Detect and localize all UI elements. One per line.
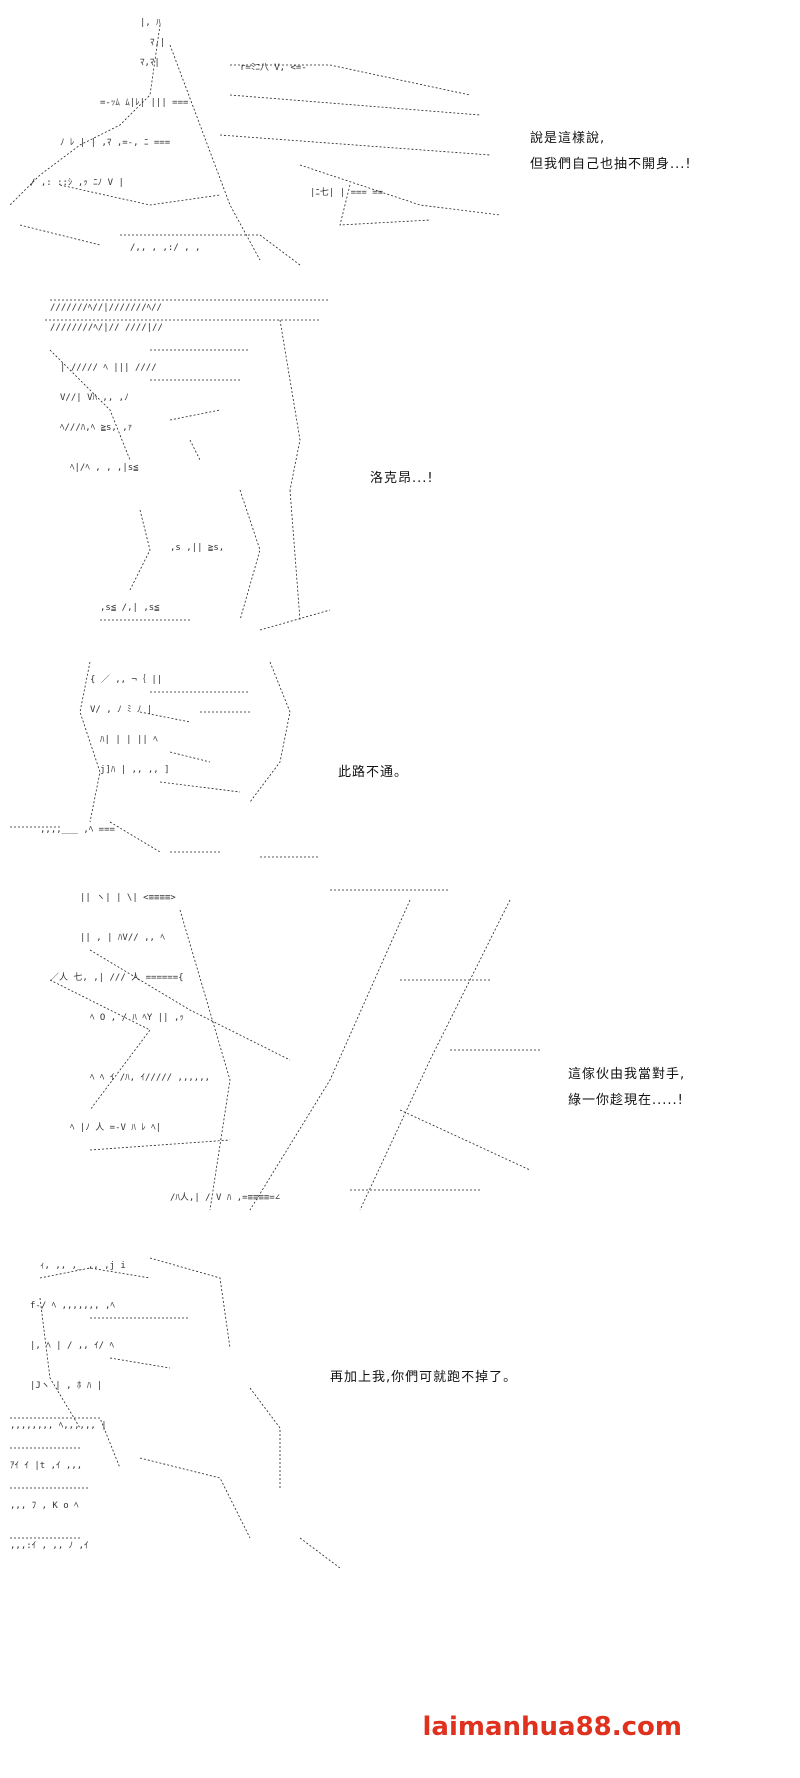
svg-text:////////ﾍ/|// ////|//: ////////ﾍ/|// ////|// [50, 323, 163, 333]
panel-4-caption: 這傢伙由我當對手, 綠一你趁現在.....! [568, 1062, 685, 1114]
panel-4: || ヽ| | \| <≡≡≡≡> || , | ﾊV// ,, ﾍ ／人 七,… [0, 880, 800, 1230]
svg-text:|Jヽ | , ﾎ ﾊ |: |Jヽ | , ﾎ ﾊ | [30, 1380, 102, 1391]
caption-line: 綠一你趁現在.....! [568, 1093, 684, 1108]
panel-1: |, ﾊ ﾏ,| ﾏ,ﾏ| r=ﾐﾆ八 V, <=- =-ｯﾑ ﾑ|ﾚ| |||… [0, 0, 800, 280]
caption-line: 但我們自己也抽不開身...! [530, 157, 692, 172]
panel-2-caption: 洛克昂...! [370, 466, 434, 492]
svg-text:V//| Vﾊ ,, ,ﾉ: V//| Vﾊ ,, ,ﾉ [60, 393, 129, 403]
panel-5: ｨ, ,, ,_ ,, ,j i f-/ ﾍ ,,,,,,, ,ﾍ |, ﾍ |… [0, 1238, 800, 1778]
svg-text:=-ｯﾑ ﾑ|ﾚ| ||| ===: =-ｯﾑ ﾑ|ﾚ| ||| === [100, 98, 189, 108]
svg-text:ﾊ| | | || ﾍ: ﾊ| | | || ﾍ [100, 735, 158, 745]
svg-text:,,,,___ ,ﾍ ===: ,,,,___ ,ﾍ === [40, 825, 116, 835]
svg-text:ﾉ ﾚ | | ,ﾏ ,=-, ﾆ ===: ﾉ ﾚ | | ,ﾏ ,=-, ﾆ === [60, 138, 171, 148]
caption-line: 此路不通。 [338, 765, 409, 780]
svg-text:ﾍ ﾍ ｲ /ﾊ, ｲ///// ,,,,,,: ﾍ ﾍ ｲ /ﾊ, ｲ///// ,,,,,, [90, 1073, 210, 1083]
ascii-art-character-portrait: { ／ ,, ¬｛ || V/ , ﾉ ﾐ ﾉ | ﾊ| | | || ﾍ j]… [0, 652, 340, 867]
svg-text:,,, ﾌ , K o ﾍ: ,,, ﾌ , K o ﾍ [10, 1501, 79, 1511]
svg-text:ﾍ O , / ﾊ ﾍY || ,ｯ: ﾍ O , / ﾊ ﾍY || ,ｯ [90, 1013, 184, 1023]
svg-text:ｱｲ ｲ |t ,ｲ ,,,: ｱｲ ｲ |t ,ｲ ,,, [10, 1461, 82, 1471]
svg-text:|ﾆ七| | === ==: |ﾆ七| | === == [310, 187, 384, 198]
caption-line: 再加上我,你們可就跑不掉了。 [330, 1370, 518, 1385]
caption-line: 這傢伙由我當對手, [568, 1067, 686, 1082]
svg-text:j]ﾊ | ,, ,, ]: j]ﾊ | ,, ,, ] [100, 765, 170, 775]
ascii-art-illustration: |, ﾊ ﾏ,| ﾏ,ﾏ| r=ﾐﾆ八 V, <=- =-ｯﾑ ﾑ|ﾚ| |||… [9, 18, 501, 266]
ascii-art-character-portrait: ｨ, ,, ,_ ,, ,j i f-/ ﾍ ,,,,,,, ,ﾍ |, ﾍ |… [0, 1238, 340, 1568]
panel-3: { ／ ,, ¬｛ || V/ , ﾉ ﾐ ﾉ | ﾊ| | | || ﾍ j]… [0, 652, 800, 872]
svg-text:{ ／ ,, ¬｛ ||: { ／ ,, ¬｛ || [90, 674, 162, 685]
svg-text:／人 七, ,| /// 人 ======{: ／人 七, ,| /// 人 ======{ [50, 972, 184, 983]
svg-text:ﾏ,|: ﾏ,| [150, 38, 165, 48]
svg-text:,s≦ /,| ,s≦: ,s≦ /,| ,s≦ [100, 603, 160, 613]
svg-text:| ///// ﾍ ||| ////: | ///// ﾍ ||| //// [60, 363, 157, 373]
svg-text:|, ﾊ: |, ﾊ [140, 18, 161, 28]
svg-text:|, ﾍ | / ,, ｲ/ ﾍ: |, ﾍ | / ,, ｲ/ ﾍ [30, 1341, 114, 1351]
svg-text:/ ,: ::ｼ ,ｯ ﾆﾉ V |: / ,: ::ｼ ,ｯ ﾆﾉ V | [30, 178, 124, 188]
panel-2: ///////ﾍ//|///////ﾍ// ////////ﾍ/|// ////… [0, 290, 800, 640]
ascii-art-action-scene: || ヽ| | \| <≡≡≡≡> || , | ﾊV// ,, ﾍ ／人 七,… [30, 880, 560, 1225]
svg-text:ｨ, ,, ,_ ,, ,j i: ｨ, ,, ,_ ,, ,j i [40, 1261, 126, 1271]
panel-1-caption: 說是這樣說, 但我們自己也抽不開身...! [530, 126, 692, 178]
svg-text:/,, , ,:/ , ,: /,, , ,:/ , , [130, 243, 200, 253]
ascii-art-illustration: { ／ ,, ¬｛ || V/ , ﾉ ﾐ ﾉ | ﾊ| | | || ﾍ j]… [10, 661, 320, 858]
svg-text:f-/ ﾍ ,,,,,,, ,ﾍ: f-/ ﾍ ,,,,,,, ,ﾍ [30, 1301, 115, 1311]
svg-text:///////ﾍ//|///////ﾍ//: ///////ﾍ//|///////ﾍ// [50, 303, 162, 313]
svg-text:ﾍ |ﾉ 人 =-V ﾊ ﾚ ﾍ|: ﾍ |ﾉ 人 =-V ﾊ ﾚ ﾍ| [70, 1122, 161, 1133]
ascii-art-character-portrait: ///////ﾍ//|///////ﾍ// ////////ﾍ/|// ////… [40, 290, 340, 635]
svg-text:,,,:ｲ , ,, ﾉ ,ｲ: ,,,:ｲ , ,, ﾉ ,ｲ [10, 1541, 89, 1551]
svg-text:V/ , ﾉ ﾐ ﾉ |: V/ , ﾉ ﾐ ﾉ | [90, 705, 152, 715]
caption-line: 洛克昂...! [370, 471, 434, 486]
svg-text:,,,,,,,, ﾍ,,,,,, |: ,,,,,,,, ﾍ,,,,,, | [10, 1421, 107, 1431]
ascii-art-illustration: ｨ, ,, ,_ ,, ,j i f-/ ﾍ ,,,,,,, ,ﾍ |, ﾍ |… [10, 1257, 340, 1568]
caption-line: 說是這樣說, [530, 131, 606, 146]
watermark-text: laimanhua88.com [422, 1712, 682, 1742]
panel-5-caption: 再加上我,你們可就跑不掉了。 [330, 1365, 517, 1391]
svg-text:,s ,|| ≧s,: ,s ,|| ≧s, [170, 543, 224, 553]
ascii-art-mecha-battle: |, ﾊ ﾏ,| ﾏ,ﾏ| r=ﾐﾆ八 V, <=- =-ｯﾑ ﾑ|ﾚ| |||… [0, 5, 520, 275]
svg-text:|| ヽ| | \| <≡≡≡≡>: || ヽ| | \| <≡≡≡≡> [80, 893, 176, 903]
svg-text:ﾍ///ﾊ,ﾍ ≧s, ,ｧ: ﾍ///ﾊ,ﾍ ≧s, ,ｧ [60, 423, 132, 433]
ascii-art-illustration: || ヽ| | \| <≡≡≡≡> || , | ﾊV// ,, ﾍ ／人 七,… [49, 889, 540, 1211]
svg-text:/ﾊ人,| / V ﾊ ,=≡≡≡≡=∠: /ﾊ人,| / V ﾊ ,=≡≡≡≡=∠ [170, 1192, 280, 1203]
svg-text:r=ﾐﾆ八 V, <=-: r=ﾐﾆ八 V, <=- [240, 63, 307, 73]
ascii-art-illustration: ///////ﾍ//|///////ﾍ// ////////ﾍ/|// ////… [45, 299, 331, 631]
panel-3-caption: 此路不通。 [338, 760, 408, 786]
svg-text:|| , | ﾊV// ,, ﾍ: || , | ﾊV// ,, ﾍ [80, 933, 165, 943]
svg-text:ﾏ,ﾏ|: ﾏ,ﾏ| [140, 58, 160, 68]
svg-text:ﾍ|/ﾍ , , ,|s≦: ﾍ|/ﾍ , , ,|s≦ [70, 463, 139, 473]
